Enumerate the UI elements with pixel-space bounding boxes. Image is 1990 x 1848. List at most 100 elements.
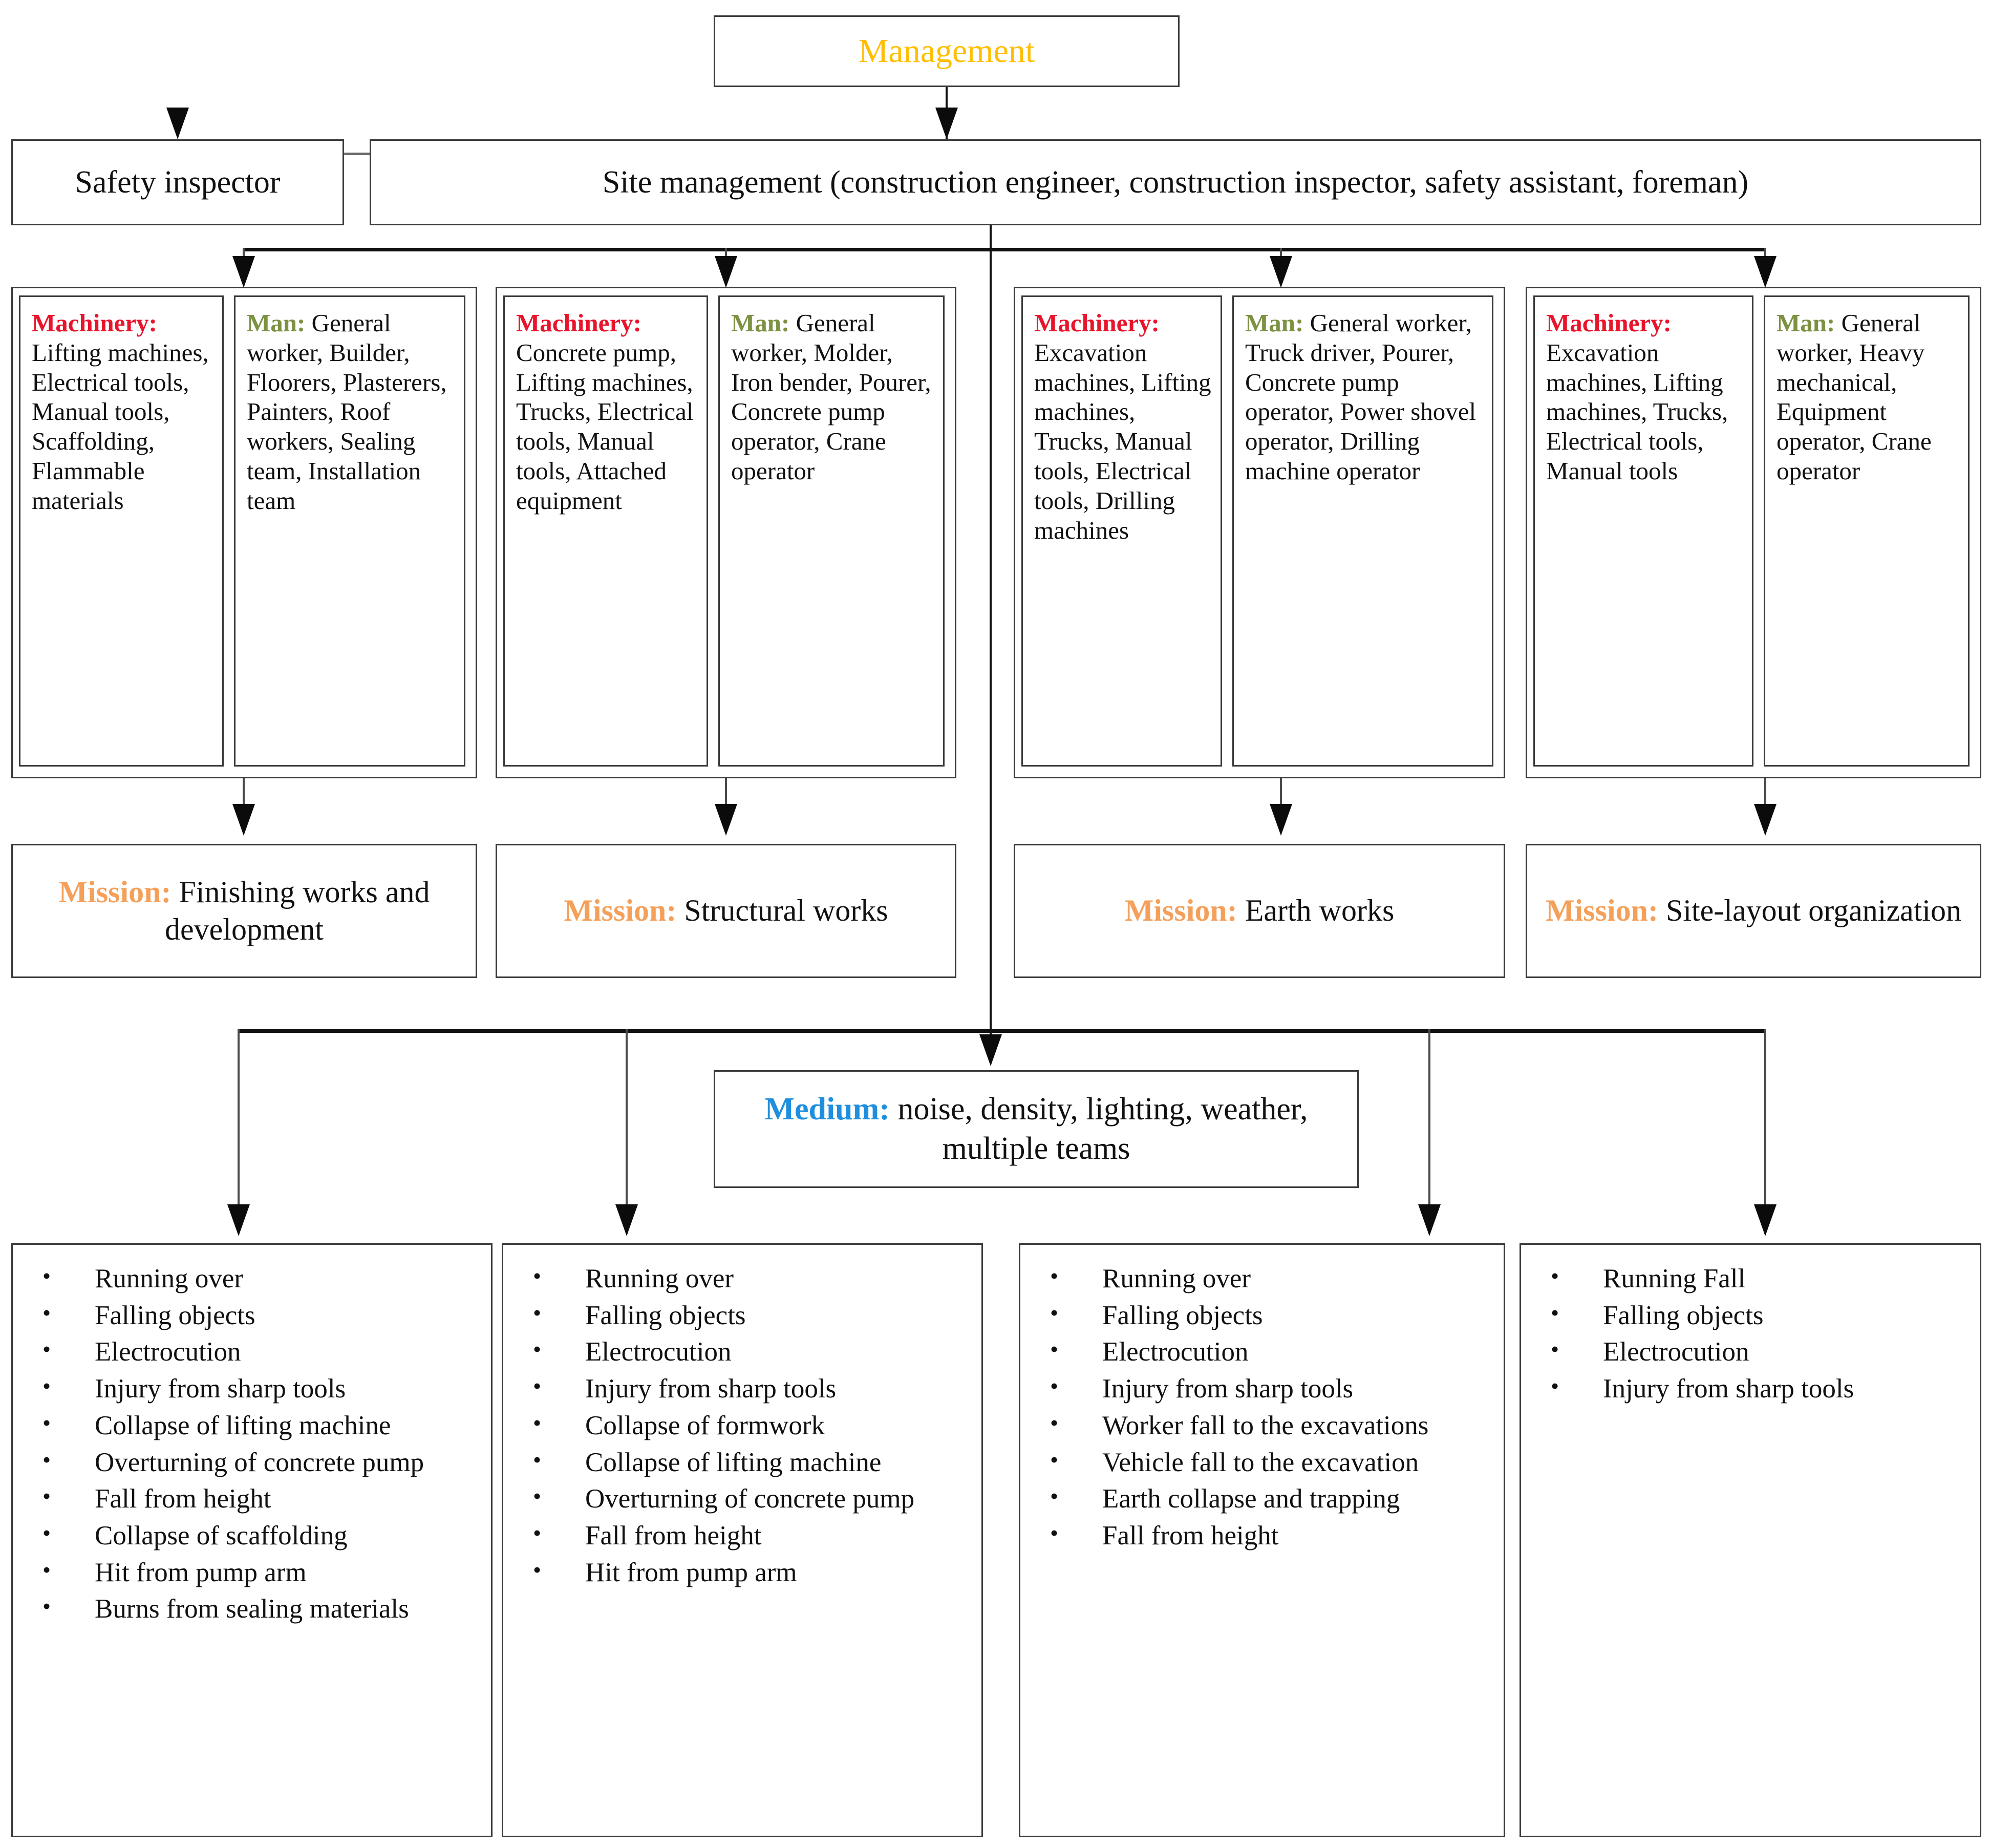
list-item: •Earth collapse and trapping [1020,1482,1493,1516]
node-safety-inspector-label: Safety inspector [75,164,281,200]
list-item: •Fall from height [13,1482,481,1516]
mission-text-3: Mission: Earth works [1116,892,1404,929]
arrowhead-mission-1 [232,804,255,836]
man-box-4[interactable]: Man: General worker, Heavy mechanical, E… [1764,295,1970,767]
bullet-icon: • [1551,1336,1559,1363]
mission-box-3[interactable]: Mission: Earth works [1014,844,1505,978]
medium-box[interactable]: Medium: noise, density, lighting, weathe… [714,1070,1359,1188]
connector-group1-to-mission1 [243,778,245,809]
connector-to-hazards-3 [1428,1029,1430,1234]
man-label-3: Man: [1245,309,1304,337]
list-item: •Electrocution [503,1335,971,1369]
node-site-management[interactable]: Site management (construction engineer, … [370,139,1981,225]
mission-text-4: Mission: Site-layout organization [1536,892,1971,929]
bullet-icon: • [533,1299,542,1326]
mission-label-1: Mission: [58,875,172,909]
list-item: •Collapse of lifting machine [503,1446,971,1480]
list-item: • Falling objects [13,1299,481,1333]
hazards-box-3[interactable]: •Running over•Falling objects•Electrocut… [1019,1243,1505,1837]
list-item-label: Injury from sharp tools [585,1374,837,1404]
bullet-icon: • [1551,1373,1559,1399]
list-item: •Injury from sharp tools [503,1372,971,1406]
arrowhead-group-1 [232,256,255,288]
list-item: •Fall from height [503,1519,971,1553]
arrowhead-hazards-4 [1754,1204,1777,1236]
connector-to-hazards-4 [1764,1029,1766,1234]
bullet-icon: • [1050,1520,1059,1546]
machinery-box-3[interactable]: Machinery: Excavation machines, Lifting … [1021,295,1222,767]
mission-value-1: Finishing works and development [165,875,430,946]
bullet-icon: • [42,1409,51,1436]
mission-text-2: Mission: Structural works [554,892,897,929]
connector-groups-bar [243,248,1766,251]
list-item-label: Earth collapse and trapping [1102,1484,1400,1514]
mission-label-2: Mission: [564,894,677,928]
list-item-label: Running Fall [1603,1264,1746,1293]
man-items-1: General worker, Builder, Floorers, Plast… [247,309,447,515]
man-text-2: Man: General worker, Molder, Iron bender… [720,297,943,494]
machinery-label-2: Machinery: [516,309,641,337]
mission-value-4: Site-layout organization [1665,894,1962,928]
hazards-box-1[interactable]: •Running over•Falling objects•Electrocut… [11,1243,493,1837]
bullet-icon: • [1551,1299,1559,1326]
list-item: •Overturning of concrete pump [503,1482,971,1516]
node-safety-inspector[interactable]: Safety inspector [11,139,344,225]
hazards-box-4[interactable]: •Running Fall•Falling objects•Electrocut… [1520,1243,1981,1837]
machinery-text-4: Machinery: Excavation machines, Lifting … [1535,297,1752,494]
arrowhead-mission-3 [1270,804,1292,836]
hazards-list-4: •Running Fall•Falling objects•Electrocut… [1521,1245,1980,1414]
bullet-icon: • [533,1409,542,1436]
medium-label: Medium: [764,1091,890,1127]
arrowhead-group-4 [1754,256,1777,288]
list-item-label: Falling objects [95,1300,255,1330]
mission-box-4[interactable]: Mission: Site-layout organization [1526,844,1981,978]
arrowhead-hazards-1 [227,1204,250,1236]
man-box-2[interactable]: Man: General worker, Molder, Iron bender… [718,295,945,767]
list-item-label: Running over [1102,1264,1251,1293]
list-item: •Collapse of lifting machine [13,1409,481,1443]
list-item: •Falling objects [1521,1299,1970,1333]
list-item-label: Collapse of scaffolding [95,1521,348,1551]
mission-value-2: Structural works [684,894,888,928]
list-item-label: Vehicle fall to the excavation [1102,1447,1419,1477]
machinery-text-3: Machinery: Excavation machines, Lifting … [1023,297,1221,554]
group-panel-2: Machinery: Concrete pump, Lifting machin… [496,287,956,778]
list-item: •Running over [503,1262,971,1296]
list-item-label: Electrocution [1603,1337,1749,1367]
mission-value-3: Earth works [1245,894,1395,928]
man-box-3[interactable]: Man: General worker, Truck driver, Poure… [1232,295,1493,767]
list-item: •Running over [13,1262,481,1296]
machinery-items-1: Lifting machines, Electrical tools, Manu… [32,338,209,515]
machinery-box-4[interactable]: Machinery: Excavation machines, Lifting … [1533,295,1753,767]
arrowhead-hazards-3 [1418,1204,1441,1236]
connector-to-hazards-1 [238,1029,240,1234]
bullet-icon: • [533,1483,542,1510]
mission-box-1[interactable]: Mission: Finishing works and development [11,844,477,978]
bullet-icon: • [42,1520,51,1546]
mission-box-2[interactable]: Mission: Structural works [496,844,956,978]
bullet-icon: • [1050,1446,1059,1473]
bullet-icon: • [42,1593,51,1620]
bullet-icon: • [42,1483,51,1510]
arrowhead-mission-2 [715,804,737,836]
bullet-icon: • [42,1299,51,1326]
bullet-icon: • [533,1263,542,1289]
arrowhead-mission-4 [1754,804,1777,836]
bullet-icon: • [1050,1409,1059,1436]
hazards-box-2[interactable]: •Running over•Falling objects•Electrocut… [502,1243,983,1837]
list-item: • Vehicle fall to the excavation [1020,1446,1493,1480]
machinery-box-1[interactable]: Machinery: Lifting machines, Electrical … [19,295,224,767]
machinery-box-2[interactable]: Machinery: Concrete pump, Lifting machin… [503,295,708,767]
list-item-label: Falling objects [585,1300,746,1330]
man-box-1[interactable]: Man: General worker, Builder, Floorers, … [234,295,465,767]
man-label-4: Man: [1777,309,1835,337]
connector-site-management-spine [990,225,992,1051]
node-management[interactable]: Management [714,15,1180,87]
group-panel-4: Machinery: Excavation machines, Lifting … [1526,287,1981,778]
list-item: •Hit from pump arm [13,1556,481,1590]
hazards-list-3: •Running over•Falling objects•Electrocut… [1020,1245,1504,1561]
bullet-icon: • [1050,1299,1059,1326]
arrowhead-site-management [935,108,958,139]
list-item: •Overturning of concrete pump [13,1446,481,1480]
bullet-icon: • [1551,1263,1559,1289]
